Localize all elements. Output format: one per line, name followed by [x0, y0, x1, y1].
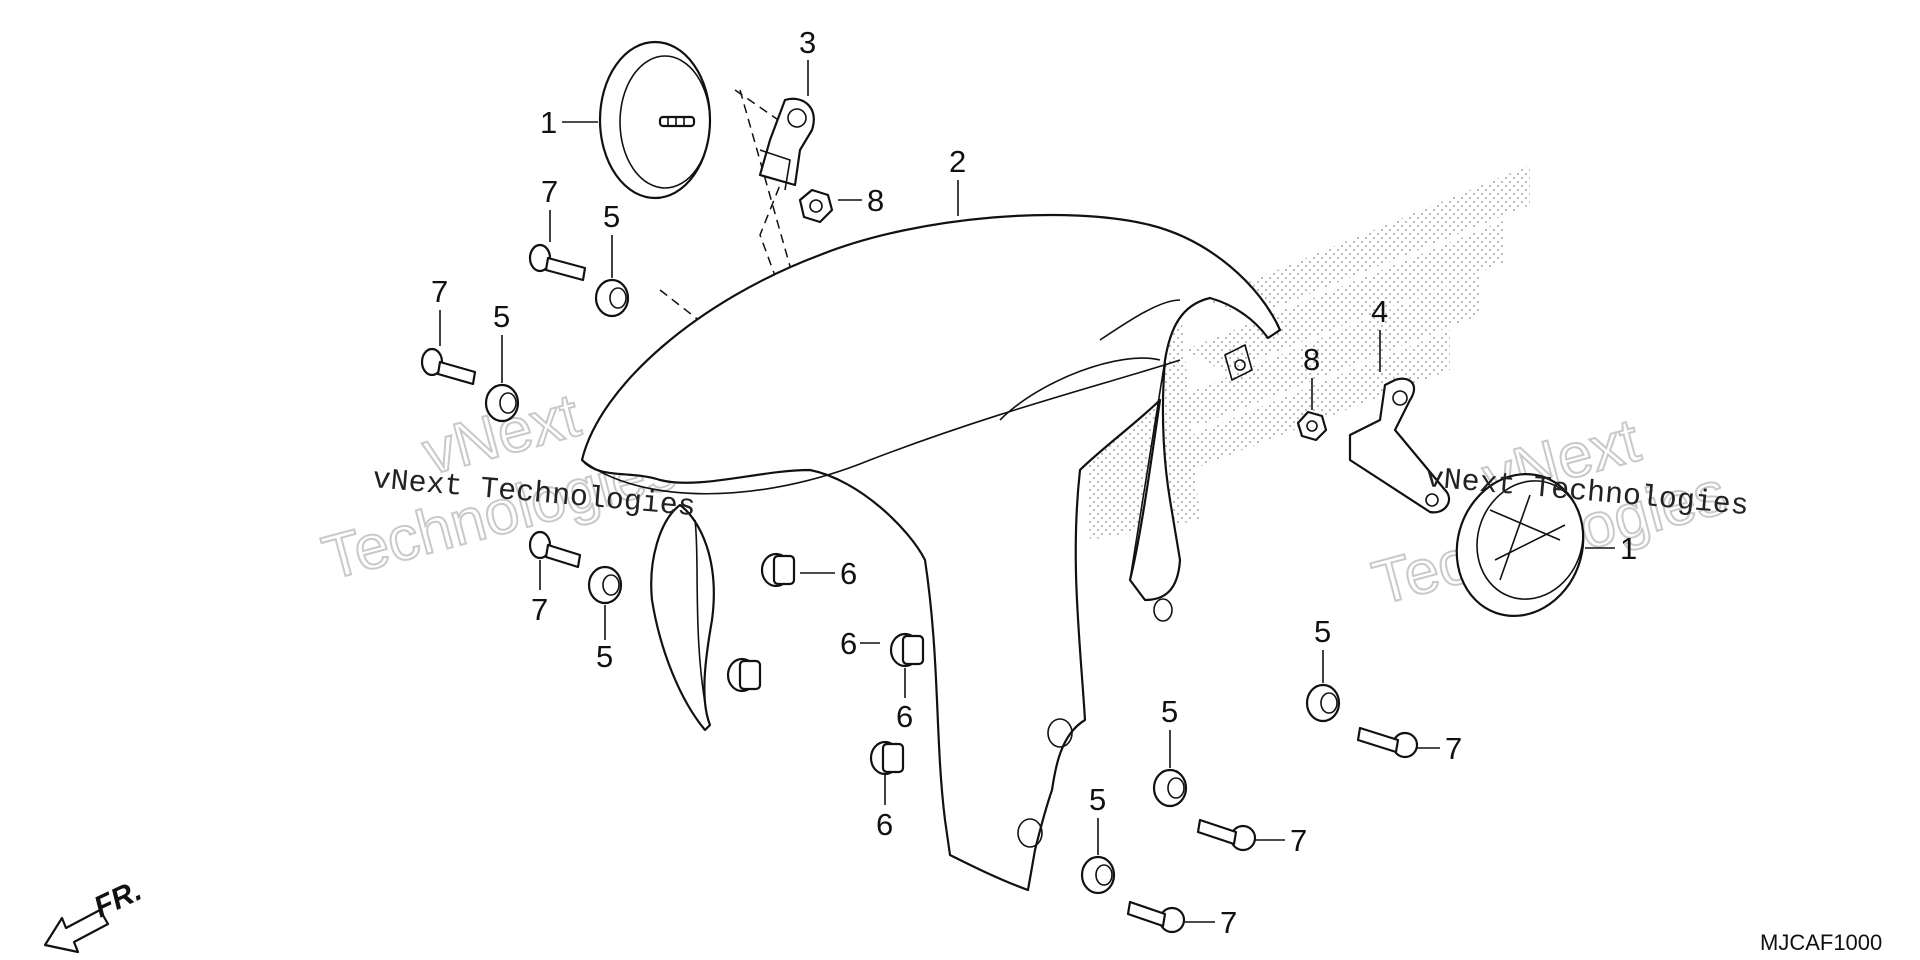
- leader-lines: [439, 60, 1615, 923]
- bolt-2: [420, 347, 477, 386]
- callout-7-b: 7: [431, 274, 448, 309]
- callout-5-e: 5: [1161, 694, 1178, 729]
- callout-5-b: 5: [493, 299, 510, 334]
- bolt-1: [528, 243, 587, 282]
- callout-1-top: 1: [540, 105, 557, 140]
- callout-7-d: 7: [1445, 731, 1462, 766]
- callouts: 1 3 8 2 7 5 7 5 7 5 6 6 6 6 4 8 1 5 7 5 …: [431, 25, 1637, 940]
- front-fender: [580, 213, 1282, 892]
- grommet-4: [1305, 683, 1341, 723]
- callout-5-f: 5: [1089, 782, 1106, 817]
- collars: [726, 552, 925, 776]
- bolt-6: [1126, 900, 1186, 934]
- callout-8-right: 8: [1303, 342, 1320, 377]
- callout-3: 3: [799, 25, 816, 60]
- callout-6-d: 6: [876, 807, 893, 842]
- collar-2: [726, 657, 762, 693]
- front-direction-indicator: FR.: [43, 874, 147, 954]
- callout-6-b: 6: [840, 626, 857, 661]
- collar-1: [760, 552, 796, 588]
- nut-right: [1296, 410, 1328, 442]
- reflector-bracket: [758, 97, 815, 191]
- callout-5-c: 5: [596, 639, 613, 674]
- callout-8-top: 8: [867, 183, 884, 218]
- bolt-4: [1356, 726, 1419, 759]
- callout-4: 4: [1371, 294, 1388, 329]
- collar-4: [869, 740, 905, 776]
- callout-6-a: 6: [840, 556, 857, 591]
- bolts: [420, 243, 1419, 934]
- grommet-3: [587, 565, 623, 605]
- reflector-top: [598, 40, 712, 200]
- callout-7-f: 7: [1220, 905, 1237, 940]
- collar-3: [889, 632, 925, 668]
- callout-1-right: 1: [1620, 531, 1637, 566]
- bolt-5: [1196, 818, 1257, 852]
- bolt-3: [528, 530, 582, 569]
- reflector-stay: [1348, 377, 1451, 514]
- callout-2: 2: [949, 144, 966, 179]
- callout-5-d: 5: [1314, 614, 1331, 649]
- grommet-1: [594, 278, 630, 318]
- front-arrow-icon: [43, 908, 110, 954]
- reflector-right: [1455, 472, 1585, 618]
- callout-7-e: 7: [1290, 823, 1307, 858]
- callout-6-c: 6: [896, 699, 913, 734]
- callout-5-a: 5: [603, 199, 620, 234]
- figure-code: MJCAF1000: [1760, 930, 1882, 955]
- grommet-5: [1152, 768, 1188, 808]
- callout-7-a: 7: [541, 174, 558, 209]
- grommet-2: [484, 383, 520, 423]
- grommet-6: [1080, 855, 1116, 895]
- grommets: [484, 278, 1341, 895]
- callout-7-c: 7: [531, 592, 548, 627]
- nut-top: [798, 188, 834, 224]
